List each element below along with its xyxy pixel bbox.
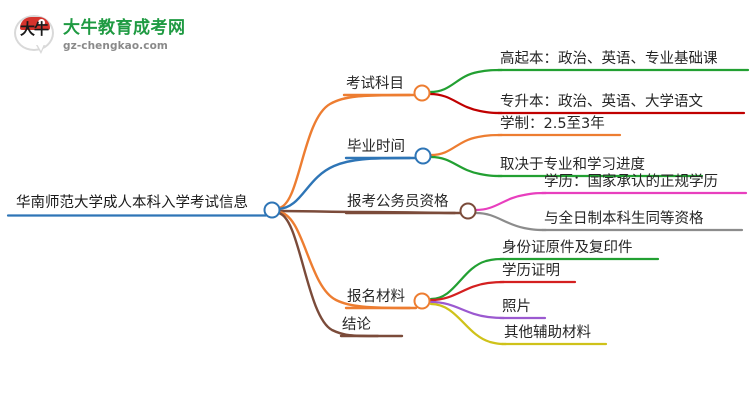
curve-exam-to-zhuanshengben [428, 92, 504, 115]
speech-bubble-tail-inner [37, 44, 44, 51]
leaf-label-gaoqiben[interactable]: 高起本：政治、英语、专业基础课 [500, 51, 718, 67]
branch-label-exam-subjects[interactable]: 考试科目 [346, 76, 404, 92]
node-circle-exam-subjects[interactable] [413, 84, 431, 102]
leaf-label-equal-status[interactable]: 与全日制本科生同等资格 [544, 211, 704, 227]
leaf-label-id-card[interactable]: 身份证原件及复印件 [502, 240, 633, 256]
branch-label-graduation-time[interactable]: 毕业时间 [347, 139, 405, 155]
logo-title: 大牛教育成考网 [63, 17, 186, 38]
logo-subtitle: gz-chengkao.com [63, 39, 168, 52]
leaf-label-learning-progress[interactable]: 取决于专业和学习进度 [500, 157, 645, 173]
leaf-label-degree-recognition[interactable]: 学历：国家承认的正规学历 [544, 174, 718, 190]
root-node-label[interactable]: 华南师范大学成人本科入学考试信息 [16, 195, 248, 211]
logo-text-block: 大牛教育成考网 gz-chengkao.com [63, 17, 186, 52]
node-circle-application-materials[interactable] [413, 292, 431, 310]
logo-mark-text: 大牛 [19, 20, 49, 38]
curve-materials-to-other [429, 302, 508, 346]
leaf-label-diploma[interactable]: 学历证明 [502, 263, 560, 279]
root-node-circle[interactable] [263, 201, 281, 219]
leaf-label-other-materials[interactable]: 其他辅助材料 [504, 325, 591, 341]
curve-civil-to-degree [474, 191, 548, 212]
node-circle-graduation-time[interactable] [414, 147, 432, 165]
node-circle-civil-service[interactable] [459, 202, 477, 220]
curve-materials-to-id-card [429, 257, 506, 301]
logo-swoosh-dot [38, 19, 45, 26]
curve-grad-to-progress [429, 155, 504, 178]
branch-label-conclusion[interactable]: 结论 [342, 317, 371, 333]
branch-label-civil-service[interactable]: 报考公务员资格 [347, 194, 449, 210]
curve-civil-to-equal-status [474, 211, 548, 232]
curve-materials-to-photo [429, 300, 506, 320]
branch-label-application-materials[interactable]: 报名材料 [347, 289, 405, 305]
logo-mark-icon: 大牛 [14, 14, 56, 56]
leaf-label-photo[interactable]: 照片 [502, 299, 531, 315]
leaf-label-zhuanshengben[interactable]: 专升本：政治、英语、大学语文 [500, 94, 703, 110]
site-logo[interactable]: 大牛 大牛教育成考网 gz-chengkao.com [14, 12, 194, 58]
curve-grad-to-xuezhi [429, 133, 504, 157]
leaf-label-xuezhi[interactable]: 学制：2.5至3年 [500, 116, 605, 132]
curve-exam-to-gaoqiben [428, 68, 504, 94]
